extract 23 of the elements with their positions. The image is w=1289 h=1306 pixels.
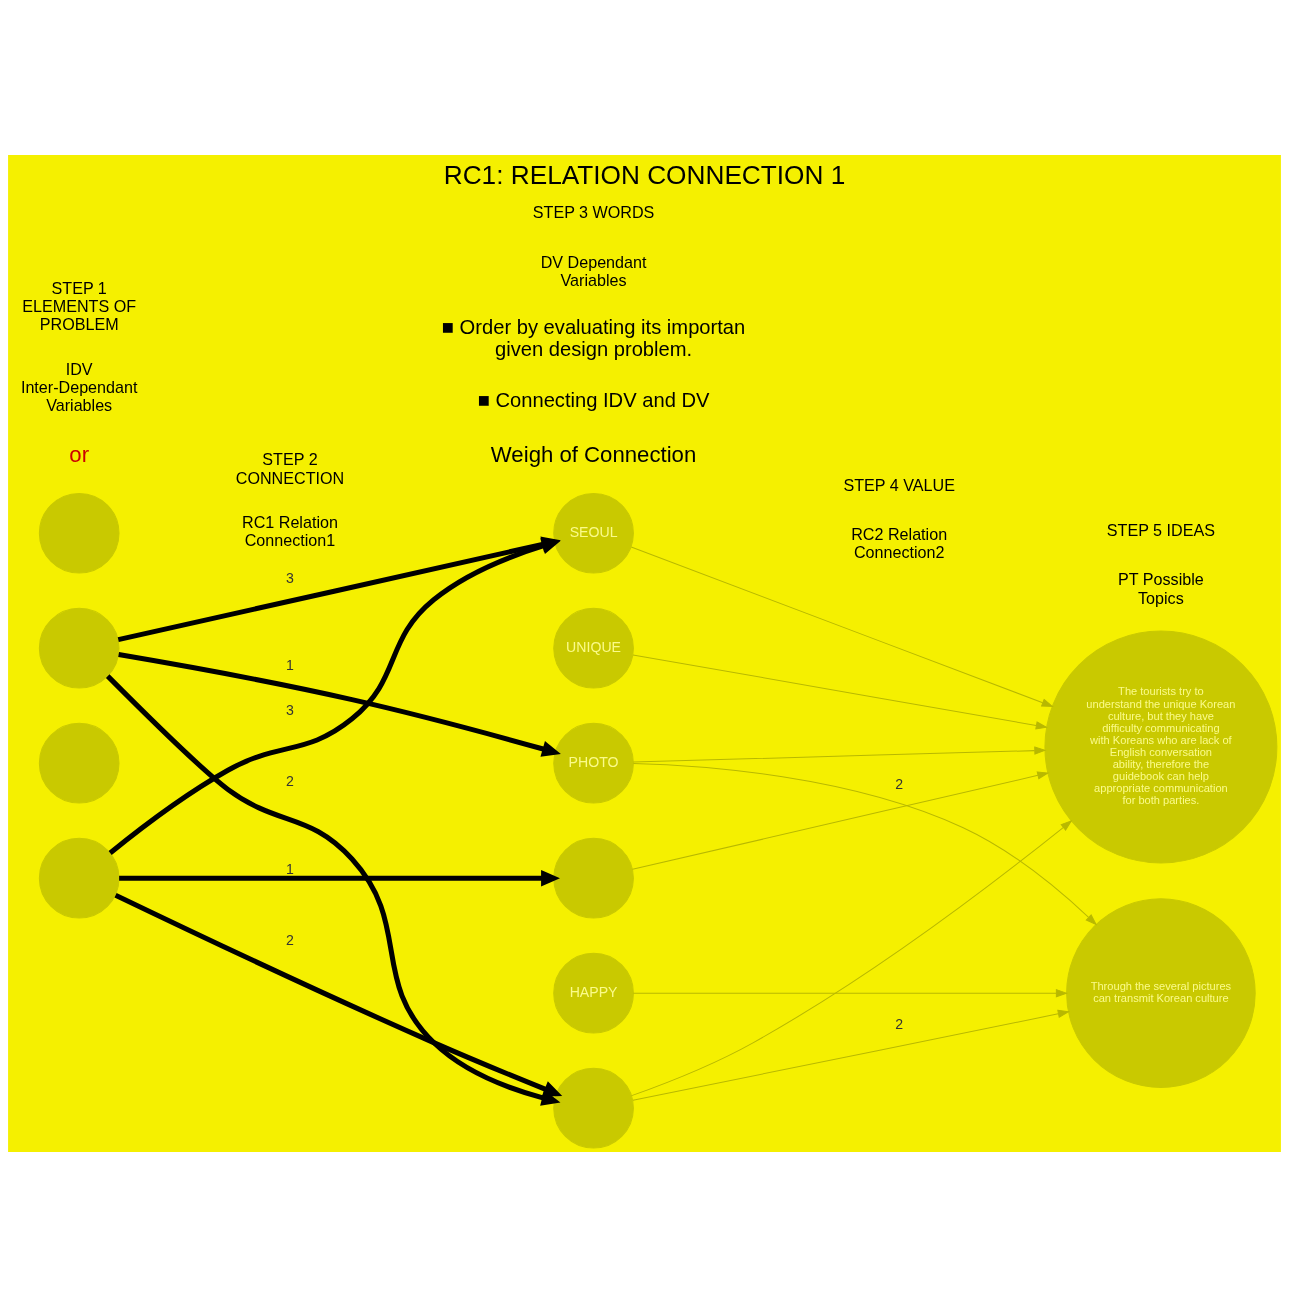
label: ■ Order by evaluating its importan given design problem.	[441, 315, 746, 360]
edge-label: 3	[286, 569, 294, 586]
label: ■ Connecting IDV and DV	[477, 388, 710, 411]
edge-label: 2	[286, 772, 294, 789]
edge-label: 1	[286, 860, 294, 877]
label: RC2 Relation Connection2	[851, 524, 948, 561]
label: IDV Inter-Dependant Variables	[20, 359, 138, 414]
edge-label: 2	[895, 775, 904, 792]
label: STEP 5 IDEAS	[1106, 520, 1215, 539]
label: STEP 1 ELEMENTS OF PROBLEM	[22, 278, 137, 333]
label: STEP 4 VALUE	[843, 475, 955, 494]
label: or	[69, 441, 90, 467]
edge-label: 2	[895, 1015, 904, 1032]
label: STEP 2 CONNECTION	[235, 449, 345, 487]
diagram-title: RC1: RELATION CONNECTION 1	[443, 159, 846, 190]
label: RC1 Relation Connection1	[242, 512, 338, 549]
label: DV Dependant Variables	[540, 252, 647, 289]
edge-label: 3	[286, 701, 294, 718]
label: PT Possible Topics	[1118, 569, 1204, 607]
edge-label: 2	[286, 931, 294, 948]
label: STEP 3 WORDS	[532, 202, 655, 221]
label: Weigh of Connection	[490, 441, 697, 467]
edge-label: 1	[286, 656, 294, 673]
